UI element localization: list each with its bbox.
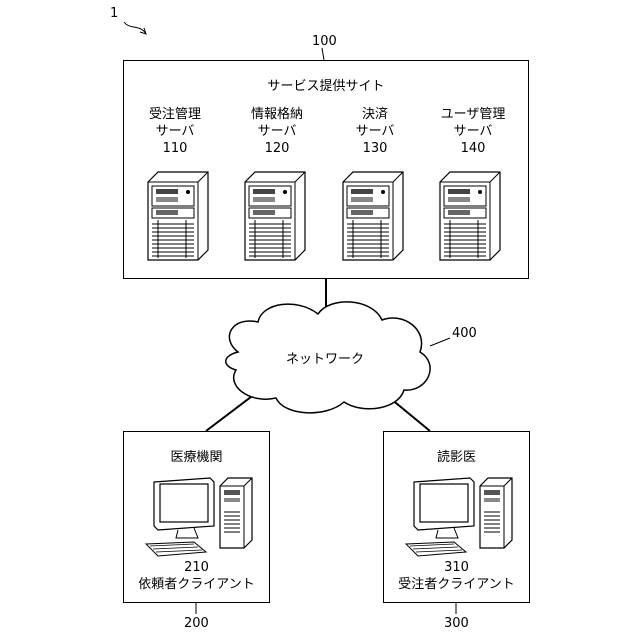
desktop-computer-icon — [406, 478, 512, 556]
desktop-computer-icon — [146, 478, 252, 556]
